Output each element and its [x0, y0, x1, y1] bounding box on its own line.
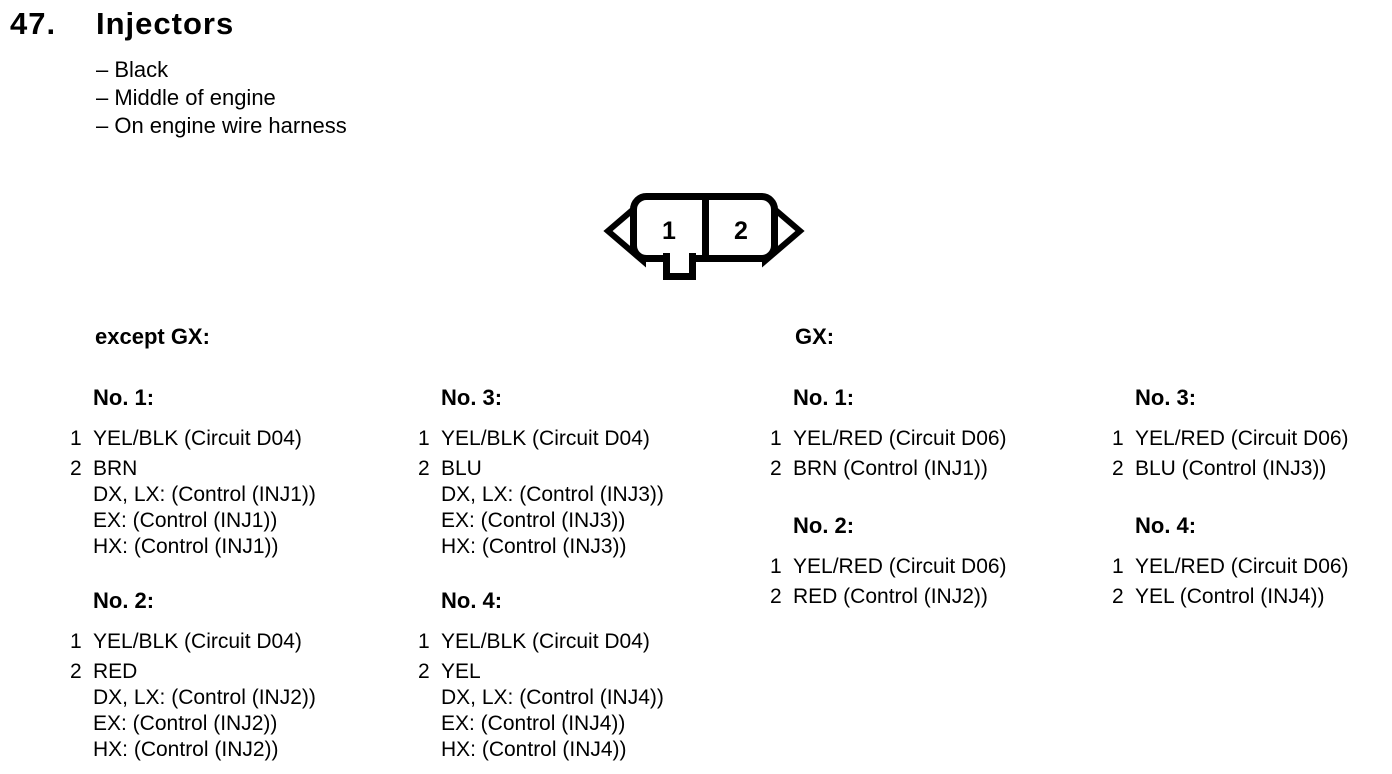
section-label-except-gx: except GX: [95, 324, 210, 349]
pin-number: 1 [418, 630, 430, 653]
pin-row: 2 YEL (Control (INJ4)) [1112, 584, 1392, 610]
pin-2-label: 2 [734, 217, 748, 245]
pin-row: 1 YEL/RED (Circuit D06) [1112, 554, 1392, 580]
page-section-number: 47. [10, 6, 57, 41]
page-title-row: 47. Injectors [10, 6, 234, 42]
pin-group-except-gx-no3: No. 3: 1 YEL/BLK (Circuit D04) 2 BLU DX,… [418, 386, 763, 560]
pin-row: 1 YEL/RED (Circuit D06) [1112, 426, 1392, 452]
pin-number: 1 [70, 427, 82, 450]
pin-row: 2 BLU [418, 456, 763, 482]
pin-row: 1 YEL/RED (Circuit D06) [770, 554, 1115, 580]
pin-description: YEL/RED (Circuit D06) [793, 555, 1007, 578]
pin-number: 2 [770, 585, 782, 608]
pin-description: YEL/RED (Circuit D06) [1135, 427, 1349, 450]
pin-row: 2 BRN (Control (INJ1)) [770, 456, 1115, 482]
pin-trim-variant: DX, LX: (Control (INJ2)) [93, 686, 316, 709]
pin-description: BLU [441, 457, 482, 480]
pin-description: YEL/BLK (Circuit D04) [441, 630, 650, 653]
pin-group-heading: No. 2: [93, 588, 155, 613]
pin-number: 2 [418, 457, 430, 480]
section-label-gx: GX: [795, 324, 835, 349]
pin-number: 2 [1112, 585, 1124, 608]
pin-trim-variant: HX: (Control (INJ3)) [441, 535, 627, 558]
pin-number: 1 [1112, 555, 1124, 578]
pin-group-gx-no3: No. 3: 1 YEL/RED (Circuit D06) 2 BLU (Co… [1112, 386, 1392, 482]
pin-trim-variant: HX: (Control (INJ4)) [441, 738, 627, 761]
pin-description: YEL/RED (Circuit D06) [1135, 555, 1349, 578]
connector-tab-opening [670, 252, 689, 263]
pin-number: 1 [70, 630, 82, 653]
pin-trim-variant: DX, LX: (Control (INJ1)) [93, 483, 316, 506]
pin-group-heading: No. 1: [793, 385, 855, 410]
pin-trim-variant: EX: (Control (INJ1)) [93, 509, 278, 532]
pin-trim-variant: EX: (Control (INJ4)) [441, 712, 626, 735]
pin-description: YEL/BLK (Circuit D04) [93, 427, 302, 450]
pin-number: 2 [770, 457, 782, 480]
pin-description: YEL [441, 660, 481, 683]
pin-trim-variant: EX: (Control (INJ2)) [93, 712, 278, 735]
pin-description: RED [93, 660, 138, 683]
pin-group-heading: No. 1: [93, 385, 155, 410]
pin-trim-variant: EX: (Control (INJ3)) [441, 509, 626, 532]
pin-row: 2 RED (Control (INJ2)) [770, 584, 1115, 610]
note-line: – On engine wire harness [96, 113, 347, 138]
pin-group-heading: No. 3: [1135, 385, 1197, 410]
pin-trim-variant: DX, LX: (Control (INJ3)) [441, 483, 664, 506]
notes-list: – Black – Middle of engine – On engine w… [96, 56, 347, 140]
pin-group-gx-no2: No. 2: 1 YEL/RED (Circuit D06) 2 RED (Co… [770, 514, 1115, 610]
pin-trim-variant: HX: (Control (INJ2)) [93, 738, 279, 761]
pin-group-heading: No. 2: [793, 513, 855, 538]
pin-group-except-gx-no1: No. 1: 1 YEL/BLK (Circuit D04) 2 BRN DX,… [70, 386, 415, 560]
pin-row: 1 YEL/BLK (Circuit D04) [70, 629, 415, 655]
pin-description: YEL (Control (INJ4)) [1135, 585, 1325, 608]
note-line: – Middle of engine [96, 85, 276, 110]
pin-number: 2 [70, 660, 82, 683]
pin-group-except-gx-no4: No. 4: 1 YEL/BLK (Circuit D04) 2 YEL DX,… [418, 589, 763, 763]
pin-1-label: 1 [662, 217, 676, 245]
pin-row: 2 BLU (Control (INJ3)) [1112, 456, 1392, 482]
note-line: – Black [96, 57, 169, 82]
pin-row: 2 BRN [70, 456, 415, 482]
pin-number: 2 [1112, 457, 1124, 480]
pin-trim-variant: DX, LX: (Control (INJ4)) [441, 686, 664, 709]
pin-number: 2 [418, 660, 430, 683]
pin-row: 1 YEL/BLK (Circuit D04) [418, 426, 763, 452]
pin-description: BLU (Control (INJ3)) [1135, 457, 1327, 480]
pin-description: YEL/BLK (Circuit D04) [441, 427, 650, 450]
pin-description: RED (Control (INJ2)) [793, 585, 988, 608]
pin-description: BRN (Control (INJ1)) [793, 457, 988, 480]
pin-group-gx-no1: No. 1: 1 YEL/RED (Circuit D06) 2 BRN (Co… [770, 386, 1115, 482]
page-title: Injectors [96, 6, 235, 41]
pin-row: 1 YEL/BLK (Circuit D04) [70, 426, 415, 452]
pin-number: 1 [418, 427, 430, 450]
pin-row: 2 YEL [418, 659, 763, 685]
connector-diagram: 1 2 [603, 193, 805, 280]
pin-description: YEL/RED (Circuit D06) [793, 427, 1007, 450]
pin-trim-variant: HX: (Control (INJ1)) [93, 535, 279, 558]
pin-group-heading: No. 3: [441, 385, 503, 410]
pin-number: 1 [1112, 427, 1124, 450]
pin-row: 1 YEL/BLK (Circuit D04) [418, 629, 763, 655]
pin-row: 2 RED [70, 659, 415, 685]
pin-description: YEL/BLK (Circuit D04) [93, 630, 302, 653]
pin-number: 2 [70, 457, 82, 480]
pin-number: 1 [770, 555, 782, 578]
pin-group-heading: No. 4: [1135, 513, 1197, 538]
pin-group-gx-no4: No. 4: 1 YEL/RED (Circuit D06) 2 YEL (Co… [1112, 514, 1392, 610]
pin-number: 1 [770, 427, 782, 450]
pin-row: 1 YEL/RED (Circuit D06) [770, 426, 1115, 452]
pin-description: BRN [93, 457, 138, 480]
pin-group-heading: No. 4: [441, 588, 503, 613]
pin-group-except-gx-no2: No. 2: 1 YEL/BLK (Circuit D04) 2 RED DX,… [70, 589, 415, 763]
